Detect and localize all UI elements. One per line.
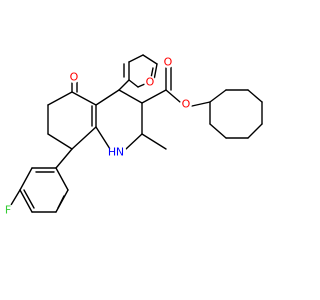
atom-label-o-ester: O: [182, 98, 191, 111]
atom-bg: [68, 71, 80, 83]
atom-label-h: H: [108, 146, 116, 159]
atom-bg: [162, 56, 174, 68]
bond: [71, 91, 97, 106]
bond: [55, 148, 73, 169]
bond: [118, 79, 130, 91]
bond: [19, 189, 33, 213]
bond: [141, 89, 167, 104]
bond: [118, 89, 143, 104]
bond: [247, 123, 263, 139]
bond-lines: [7, 54, 263, 213]
bond: [209, 123, 227, 139]
atom-label-o-ring: O: [146, 76, 155, 89]
bond: [128, 54, 144, 63]
bond: [95, 126, 111, 150]
bond: [19, 167, 33, 191]
bond: [95, 89, 120, 106]
molecule-structure: O O O O H N F: [2, 54, 263, 217]
atom-bg: [144, 76, 156, 88]
bond: [142, 54, 158, 65]
atom-labels: O O O O H N F: [2, 56, 192, 217]
bond: [153, 63, 158, 81]
bond: [141, 133, 167, 150]
bond: [71, 126, 97, 150]
bond: [209, 89, 227, 103]
bond: [55, 167, 69, 191]
atom-label-o-ketone: O: [70, 71, 79, 84]
bond: [23, 189, 35, 209]
bond: [47, 91, 73, 106]
atom-bg: [180, 98, 192, 110]
bond: [128, 79, 139, 88]
atom-bg: [110, 142, 126, 158]
atom-label-f: F: [5, 204, 11, 217]
bond: [47, 133, 73, 150]
atom-label-n: N: [116, 146, 124, 159]
bond: [57, 195, 65, 209]
bond: [125, 133, 143, 150]
bond: [165, 89, 181, 103]
atom-label-o-ester-carbonyl: O: [164, 56, 173, 69]
bond: [191, 101, 211, 107]
atom-bg: [2, 204, 14, 216]
bond: [247, 89, 263, 103]
